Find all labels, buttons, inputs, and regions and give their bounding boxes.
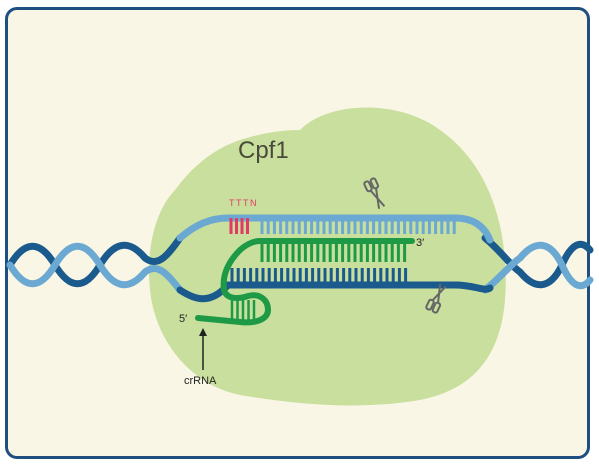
five-prime-label: 5′ [179,313,187,325]
arrow-up-icon [199,328,207,370]
three-prime-label: 3′ [416,237,424,249]
scissors-icon [425,283,447,314]
pam-bases [229,218,249,234]
dna-bottom-strand [176,281,494,303]
crrna-strand [195,238,415,326]
crrna-bases [260,241,407,262]
crrna-hairpin [230,300,256,320]
crrna-label: crRNA [184,375,217,387]
dna-helix-left [6,234,184,294]
protein-label: Cpf1 [238,137,289,164]
cpf1-protein [149,107,506,406]
dna-top-bases [260,218,456,234]
pam-label: TTTN [229,198,258,208]
scissors-icon [363,177,386,209]
dna-helix-right [481,234,594,294]
dna-bottom-bases [230,268,408,285]
